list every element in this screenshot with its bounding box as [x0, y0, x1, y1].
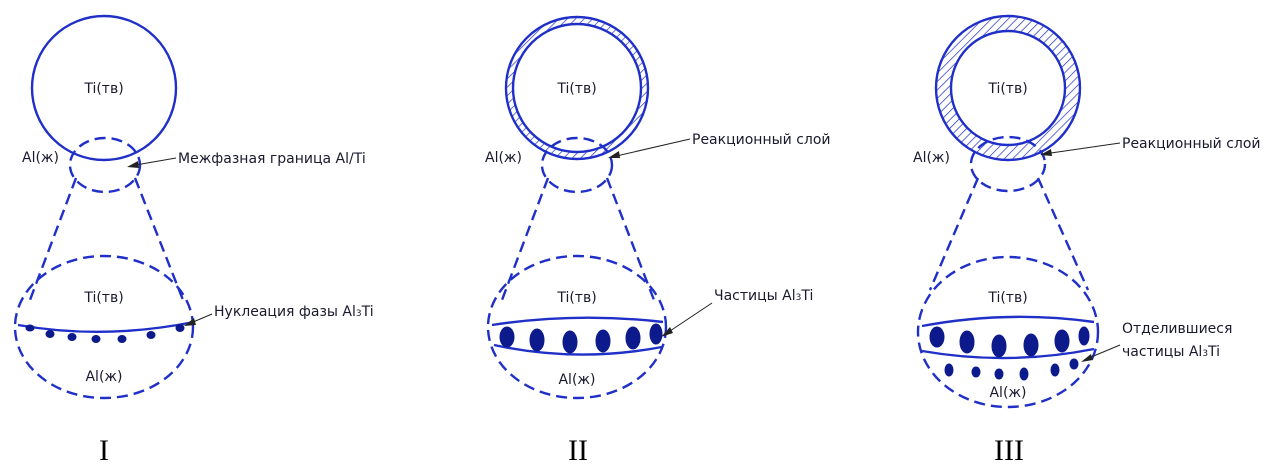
zoom-ellipse	[916, 255, 1100, 409]
particle	[529, 328, 545, 352]
leader-reaction-layer	[611, 138, 691, 158]
al-side-label: Al(ж)	[913, 150, 950, 166]
interface-zoom-ring	[969, 135, 1047, 193]
panel-3: Ti(тв) Al(ж) Ti(тв) Al(ж) Реакционный	[913, 14, 1261, 466]
interface-zoom-ring	[540, 136, 614, 194]
ti-zoom-label: Ti(тв)	[987, 290, 1027, 306]
al-side-label: Al(ж)	[485, 150, 522, 166]
ti-top-label: Ti(тв)	[83, 81, 123, 97]
particle	[1054, 329, 1070, 353]
zoom-cone-left	[928, 177, 980, 291]
ti-particle-circle	[30, 14, 178, 162]
nuclei-group	[25, 324, 185, 343]
annotation-detached-line1: Отделившиеся	[1122, 321, 1232, 337]
panel-numeral: I	[99, 434, 109, 466]
particle	[499, 326, 515, 348]
al-side-label: Al(ж)	[22, 150, 59, 166]
annotation-reaction-layer: Реакционный слой	[692, 132, 831, 148]
ti-zoom-label: Ti(тв)	[556, 290, 596, 306]
arrowhead-icon	[608, 151, 620, 158]
particle	[1078, 326, 1090, 346]
arrowhead-icon	[127, 161, 139, 168]
particle	[959, 330, 975, 354]
annotation-nucleation: Нуклеация фазы Al3Ti	[214, 304, 374, 320]
zoom-cone-right	[133, 177, 185, 301]
zoom-ellipse	[486, 254, 668, 400]
interface-line	[17, 320, 195, 333]
leader-reaction-layer	[1043, 142, 1121, 155]
leader-particles	[663, 302, 713, 336]
layer-top-edge	[491, 316, 664, 327]
zoom-cone-left	[500, 177, 550, 301]
nucleus	[67, 333, 77, 341]
detached-particle	[944, 363, 954, 377]
panel-2: Ti(тв) Al(ж) Ti(тв) Al(ж) Реакционный сл…	[485, 15, 831, 466]
detached-particle	[994, 368, 1004, 380]
particle	[625, 326, 641, 350]
particle	[929, 326, 945, 348]
particle	[595, 329, 611, 353]
arrowhead-icon	[661, 327, 673, 337]
arrowhead-icon	[1040, 149, 1052, 156]
particles-group	[929, 326, 1090, 358]
layer-bottom-edge	[921, 347, 1095, 360]
detached-particle	[1019, 367, 1029, 381]
particles-group	[499, 323, 663, 354]
nucleus	[45, 330, 55, 338]
detached-particle	[1069, 358, 1079, 370]
particle	[991, 334, 1007, 358]
nucleus	[117, 335, 127, 343]
nucleus	[175, 324, 185, 332]
panel-1: Ti(тв) Al(ж) Ti(тв) Al(ж) Межфазная гран…	[13, 14, 374, 466]
ti-zoom-label: Ti(тв)	[83, 290, 123, 306]
zoom-cone-right	[1036, 177, 1090, 291]
interface-zoom-ring	[68, 136, 142, 194]
particle	[562, 330, 578, 354]
panel-numeral: II	[568, 434, 588, 466]
detached-particle	[971, 366, 981, 378]
layer-top-edge	[921, 315, 1095, 328]
particle	[1023, 333, 1039, 357]
annotation-reaction-layer: Реакционный слой	[1122, 136, 1261, 152]
detached-particle	[1050, 363, 1060, 377]
zoom-ellipse	[13, 254, 195, 400]
zoom-cone-left	[28, 177, 78, 301]
ti-particle-circle	[949, 29, 1067, 147]
ti-top-label: Ti(тв)	[987, 81, 1027, 97]
annotation-detached-line2: частицы Al3Ti	[1122, 344, 1220, 360]
annotation-particles: Частицы Al3Ti	[714, 288, 813, 304]
arrowhead-icon	[1081, 354, 1093, 362]
detached-particles-group	[944, 358, 1079, 381]
nucleus	[91, 335, 101, 343]
al-zoom-label: Al(ж)	[989, 385, 1026, 401]
arrowhead-icon	[184, 318, 196, 326]
ti-top-label: Ti(тв)	[556, 81, 596, 97]
nucleus	[25, 324, 35, 332]
zoom-cone-right	[605, 177, 656, 301]
annotation-interface: Межфазная граница Al/Ti	[178, 151, 366, 167]
nucleus	[146, 331, 156, 339]
al-zoom-label: Al(ж)	[558, 372, 595, 388]
al-zoom-label: Al(ж)	[85, 369, 122, 385]
particle	[649, 323, 663, 345]
layer-bottom-edge	[493, 343, 663, 356]
panel-numeral: III	[994, 434, 1024, 466]
ti-particle-circle	[511, 22, 643, 154]
